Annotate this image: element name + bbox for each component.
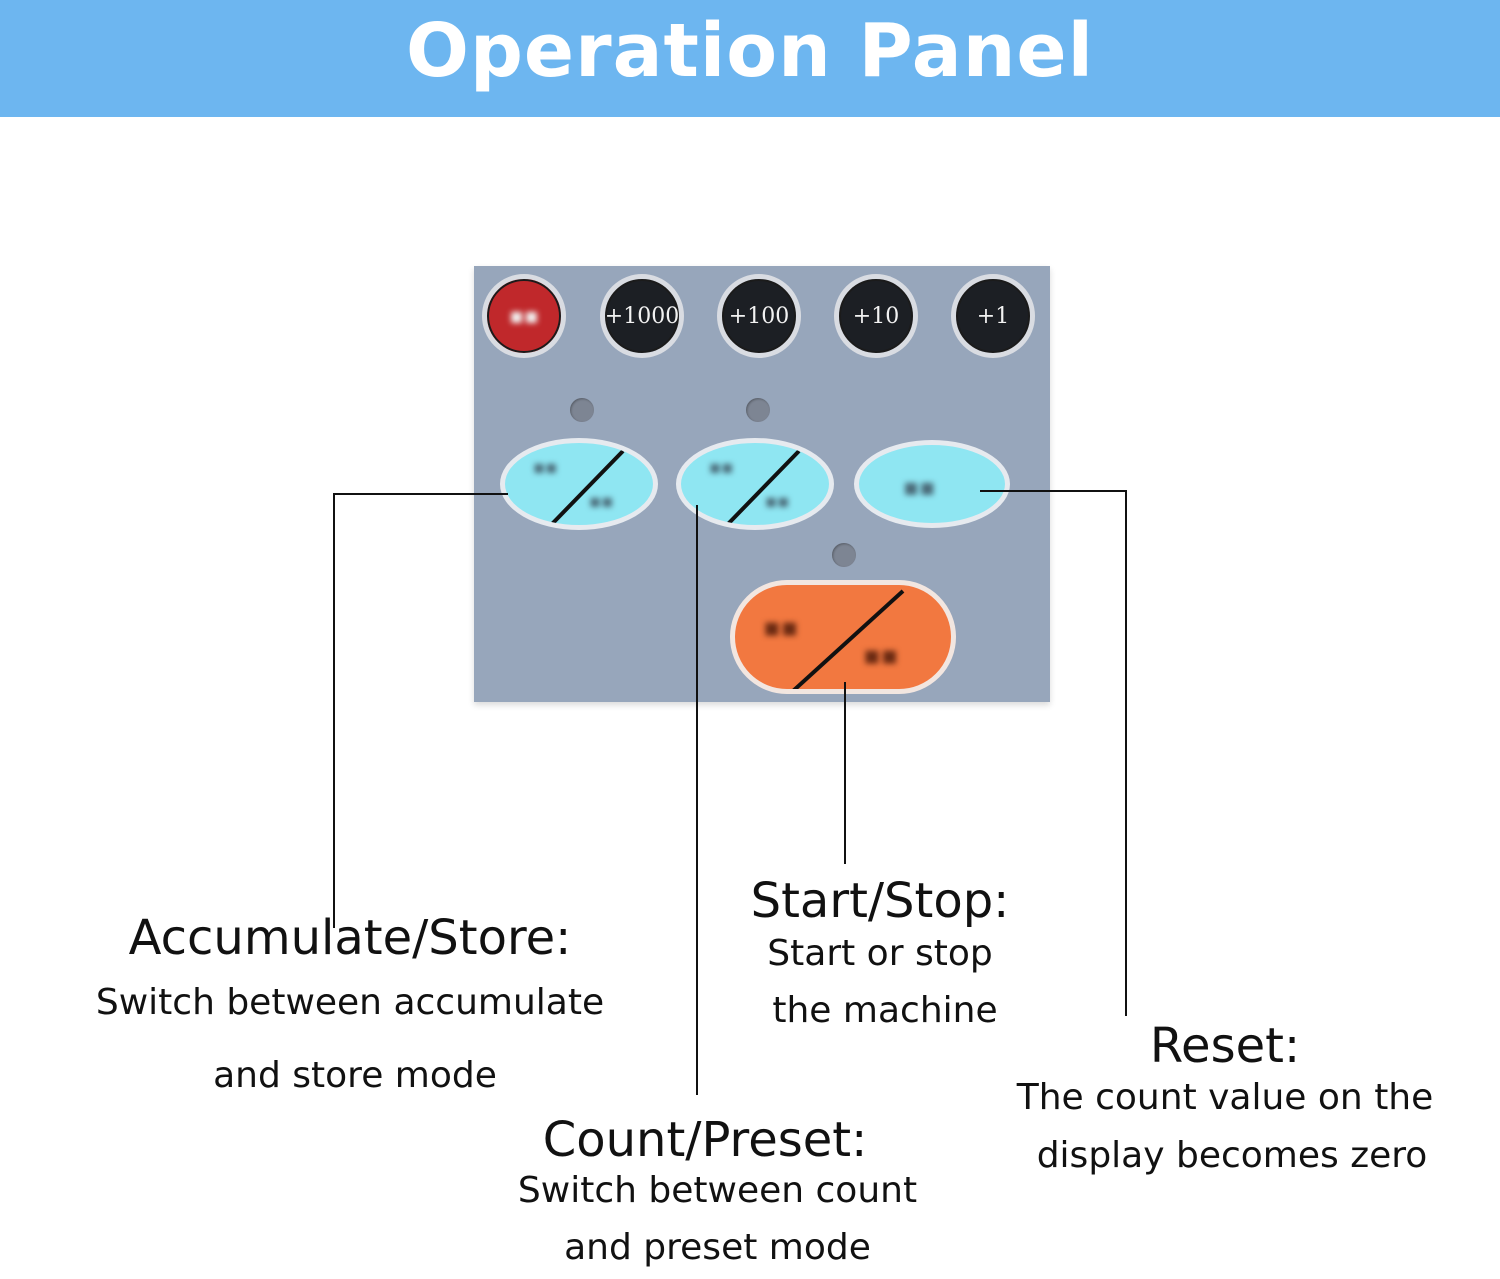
plus-10-label: +10 [852,303,900,329]
plus-10-key[interactable]: +10 [834,274,918,358]
start-stop-desc-2: the machine [772,990,998,1031]
start-led [832,543,856,567]
reset-desc-1: The count value on the [1016,1077,1434,1118]
reset-callout-v [1125,490,1127,1016]
stop-key-text: ▪▪ [863,641,899,671]
plus-100-key[interactable]: +100 [717,274,801,358]
preset-key-text: ▪▪ [765,491,790,512]
count-preset-title: Count/Preset: [542,1112,868,1168]
reset-desc-2: display becomes zero [1036,1135,1428,1176]
reset-callout-h [980,490,1127,492]
count-slash-icon [725,449,801,525]
operation-panel: ▪▪ +1000 +100 +10 +1 ▪▪ ▪▪ ▪▪ ▪▪ ▪▪ ▪▪ ▪… [474,266,1050,702]
plus-1000-key[interactable]: +1000 [600,274,684,358]
plus-1000-label: +1000 [604,303,680,329]
count-led [746,398,770,422]
red-key[interactable]: ▪▪ [482,274,566,358]
accumulate-slash-icon [549,449,625,525]
accumulate-store-title: Accumulate/Store: [128,910,572,966]
red-key-label: ▪▪ [509,303,539,329]
plus-1-key[interactable]: +1 [951,274,1035,358]
start-stop-key[interactable]: ▪▪ ▪▪ [730,580,956,694]
accumulate-callout-h [333,493,508,495]
accumulate-key-text: ▪▪ [533,457,558,478]
count-preset-desc-1: Switch between count [517,1170,918,1211]
accumulate-store-desc-2: and store mode [213,1055,497,1096]
start-stop-desc-1: Start or stop [767,933,993,974]
plus-1-label: +1 [976,303,1010,329]
accumulate-callout-v [333,493,335,928]
accumulate-store-desc-1: Switch between accumulate [95,982,605,1023]
title-banner: Operation Panel [0,0,1500,117]
reset-key-text: ▪▪ [903,473,936,501]
plus-100-label: +100 [728,303,790,329]
start-stop-slash-icon [792,589,905,689]
accumulate-store-key[interactable]: ▪▪ ▪▪ [500,438,658,530]
count-key-text: ▪▪ [709,457,734,478]
count-callout-v [696,505,698,1095]
start-callout-v [844,682,846,864]
start-key-text: ▪▪ [763,613,799,643]
count-preset-desc-2: and preset mode [564,1227,871,1268]
start-stop-title: Start/Stop: [750,873,1010,929]
reset-title: Reset: [1149,1018,1301,1074]
store-key-text: ▪▪ [589,491,614,512]
reset-key[interactable]: ▪▪ [854,440,1010,528]
page-title: Operation Panel [406,8,1094,94]
accumulate-led [570,398,594,422]
count-preset-key[interactable]: ▪▪ ▪▪ [676,438,834,530]
